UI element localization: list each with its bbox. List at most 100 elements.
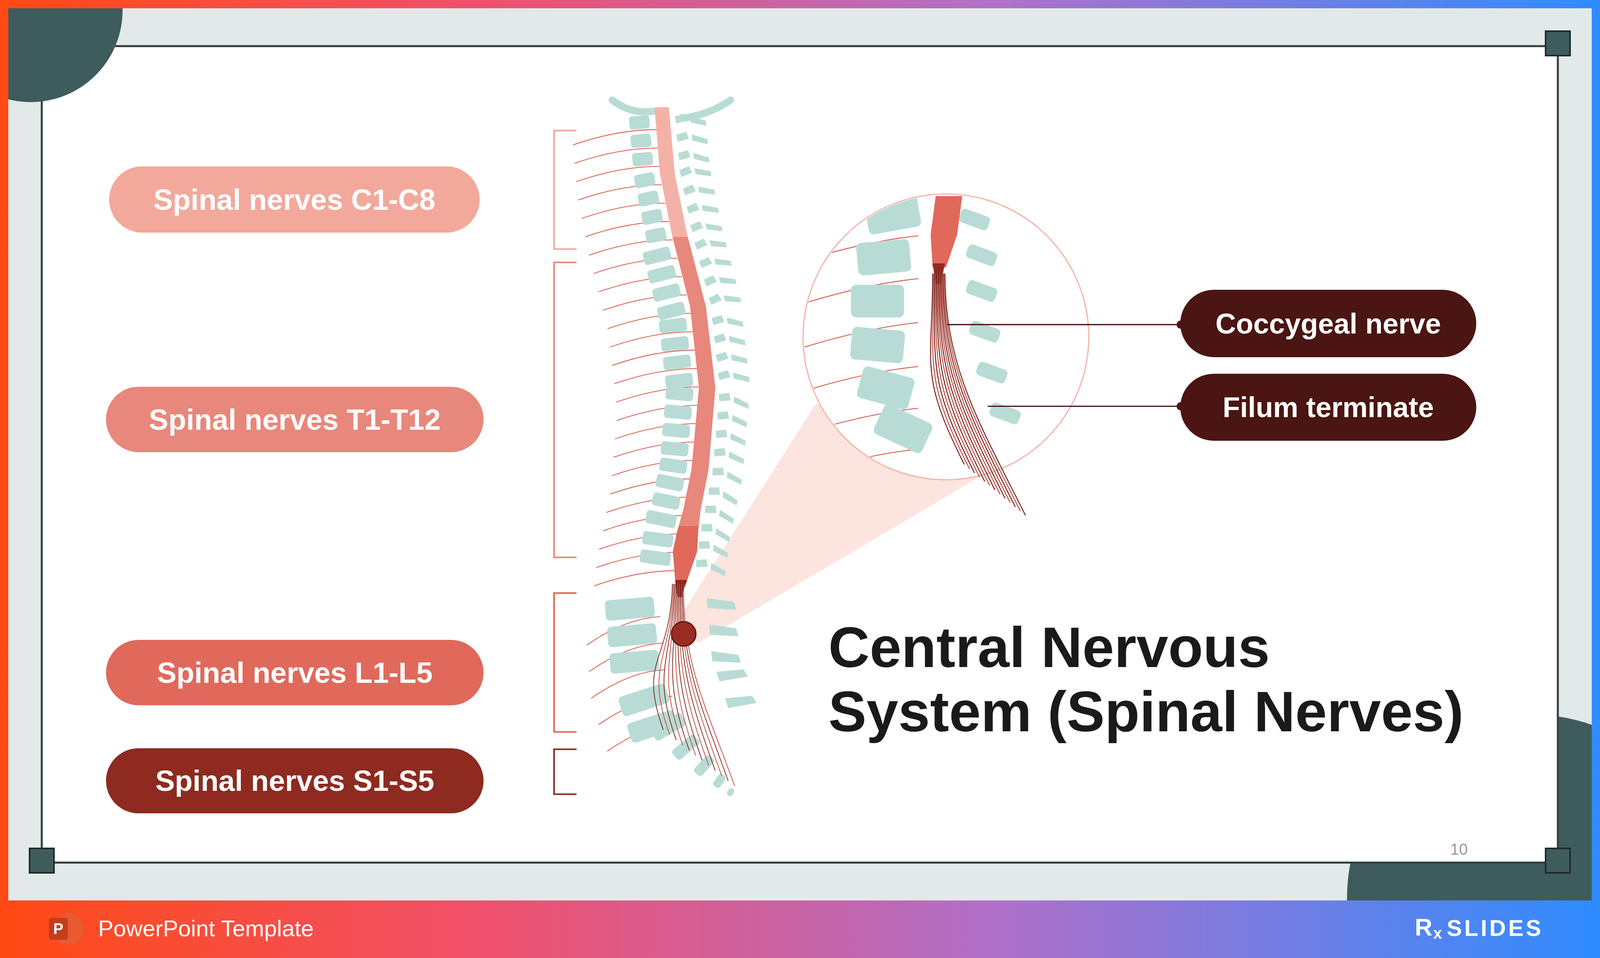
node-label: Spinal nerves L1-L5 xyxy=(156,655,433,690)
vertebral-body xyxy=(633,171,656,189)
vertebral-body xyxy=(651,491,681,510)
vertebral-body xyxy=(628,115,650,131)
spinous-process xyxy=(701,201,720,216)
vertebral-body xyxy=(637,189,660,207)
facet xyxy=(698,256,713,268)
spinous-process xyxy=(964,279,999,304)
vertebral-body xyxy=(641,245,672,266)
region-bracket xyxy=(554,130,577,249)
node-label: Coccygeal nerve xyxy=(1215,307,1441,340)
vertebral-body xyxy=(641,530,674,548)
facet xyxy=(708,293,723,306)
vertebral-body xyxy=(631,151,654,167)
spinous-process xyxy=(733,370,750,384)
spinous-process xyxy=(709,562,727,576)
vertebral-body xyxy=(663,403,693,420)
vertebral-body xyxy=(855,364,916,411)
vertebra xyxy=(604,589,737,621)
vertebral-body xyxy=(656,301,687,321)
spinous-process xyxy=(974,360,1009,385)
facet xyxy=(711,466,726,477)
vertebral-body xyxy=(644,509,678,529)
cauda-equina xyxy=(939,273,1001,495)
logo-wordmark: SLIDES xyxy=(1446,914,1544,941)
corner-square xyxy=(29,848,54,873)
region-pill: Spinal nerves C1-C8 xyxy=(109,166,480,233)
spinal-cord xyxy=(672,525,699,580)
spinous-process xyxy=(712,544,729,558)
spinous-process xyxy=(957,207,992,232)
vertebral-body xyxy=(660,440,690,457)
leader-line xyxy=(946,323,1179,326)
spinous-process xyxy=(727,315,744,329)
spinous-process xyxy=(731,352,748,366)
facet xyxy=(716,410,730,421)
facet xyxy=(703,503,718,516)
spinal-nerve xyxy=(801,448,919,475)
vertebral-body xyxy=(660,335,690,352)
spinous-process xyxy=(733,396,750,410)
spinal-cord xyxy=(930,195,962,268)
corner-square xyxy=(1545,31,1571,56)
gray-ground xyxy=(8,8,1592,901)
spinous-process xyxy=(697,183,716,198)
facet xyxy=(695,557,709,569)
cauda-equina xyxy=(683,583,735,786)
zoom-content xyxy=(801,193,1023,475)
sacral-segment xyxy=(712,772,728,789)
node-label: Spinal nerves S1-S5 xyxy=(155,763,434,798)
facet xyxy=(711,314,725,326)
leader-line xyxy=(987,405,1179,407)
region-bracket xyxy=(554,592,577,732)
vertebral-body xyxy=(606,622,658,648)
region-bracket xyxy=(554,262,577,557)
sacral-segment xyxy=(692,753,716,778)
facet xyxy=(714,428,728,440)
facet xyxy=(707,485,722,497)
node-label: Filum terminate xyxy=(1222,390,1434,424)
corner-circle xyxy=(8,8,123,103)
vertebral-body xyxy=(863,193,922,235)
spinous-process xyxy=(714,254,732,270)
vertebral-body xyxy=(662,422,691,439)
callout-pill: Coccygeal nerve xyxy=(1180,289,1477,358)
spinous-process xyxy=(964,243,999,268)
spinous-process xyxy=(709,236,728,252)
facet xyxy=(676,131,690,142)
spinous-process xyxy=(705,220,723,235)
zoom-marker xyxy=(671,621,696,646)
spinous-process xyxy=(708,621,739,639)
spinous-process xyxy=(690,114,707,128)
facet xyxy=(703,274,718,287)
facet xyxy=(715,351,729,363)
spinous-process xyxy=(693,151,710,164)
spinous-process xyxy=(714,528,732,543)
spinous-process xyxy=(694,165,712,180)
spinous-process xyxy=(706,595,737,613)
vertebral-body xyxy=(662,353,692,371)
vertebral-body xyxy=(872,402,934,455)
vertebral-body xyxy=(630,133,652,149)
spinal-cord xyxy=(654,107,688,237)
region-pill: Spinal nerves T1-T12 xyxy=(106,386,484,453)
vertebra xyxy=(626,683,757,744)
vertebra xyxy=(606,615,739,648)
sacral-segment xyxy=(725,786,736,797)
spinal-cord xyxy=(672,236,716,526)
spinous-process xyxy=(731,414,748,428)
slide-title: Central Nervous System (Spinal Nerves) xyxy=(828,615,1477,744)
spinous-process xyxy=(718,509,736,524)
cauda-equina xyxy=(672,583,690,750)
facet xyxy=(700,521,715,534)
app-icon-letter: P xyxy=(48,917,68,940)
spinous-process xyxy=(718,273,737,288)
white-panel xyxy=(41,46,1558,863)
spinous-process xyxy=(721,491,739,506)
spinous-process xyxy=(729,433,747,446)
spinous-process xyxy=(728,451,745,464)
cauda-equina xyxy=(943,273,1016,507)
facet xyxy=(686,202,700,214)
vertebral-body xyxy=(850,284,905,318)
